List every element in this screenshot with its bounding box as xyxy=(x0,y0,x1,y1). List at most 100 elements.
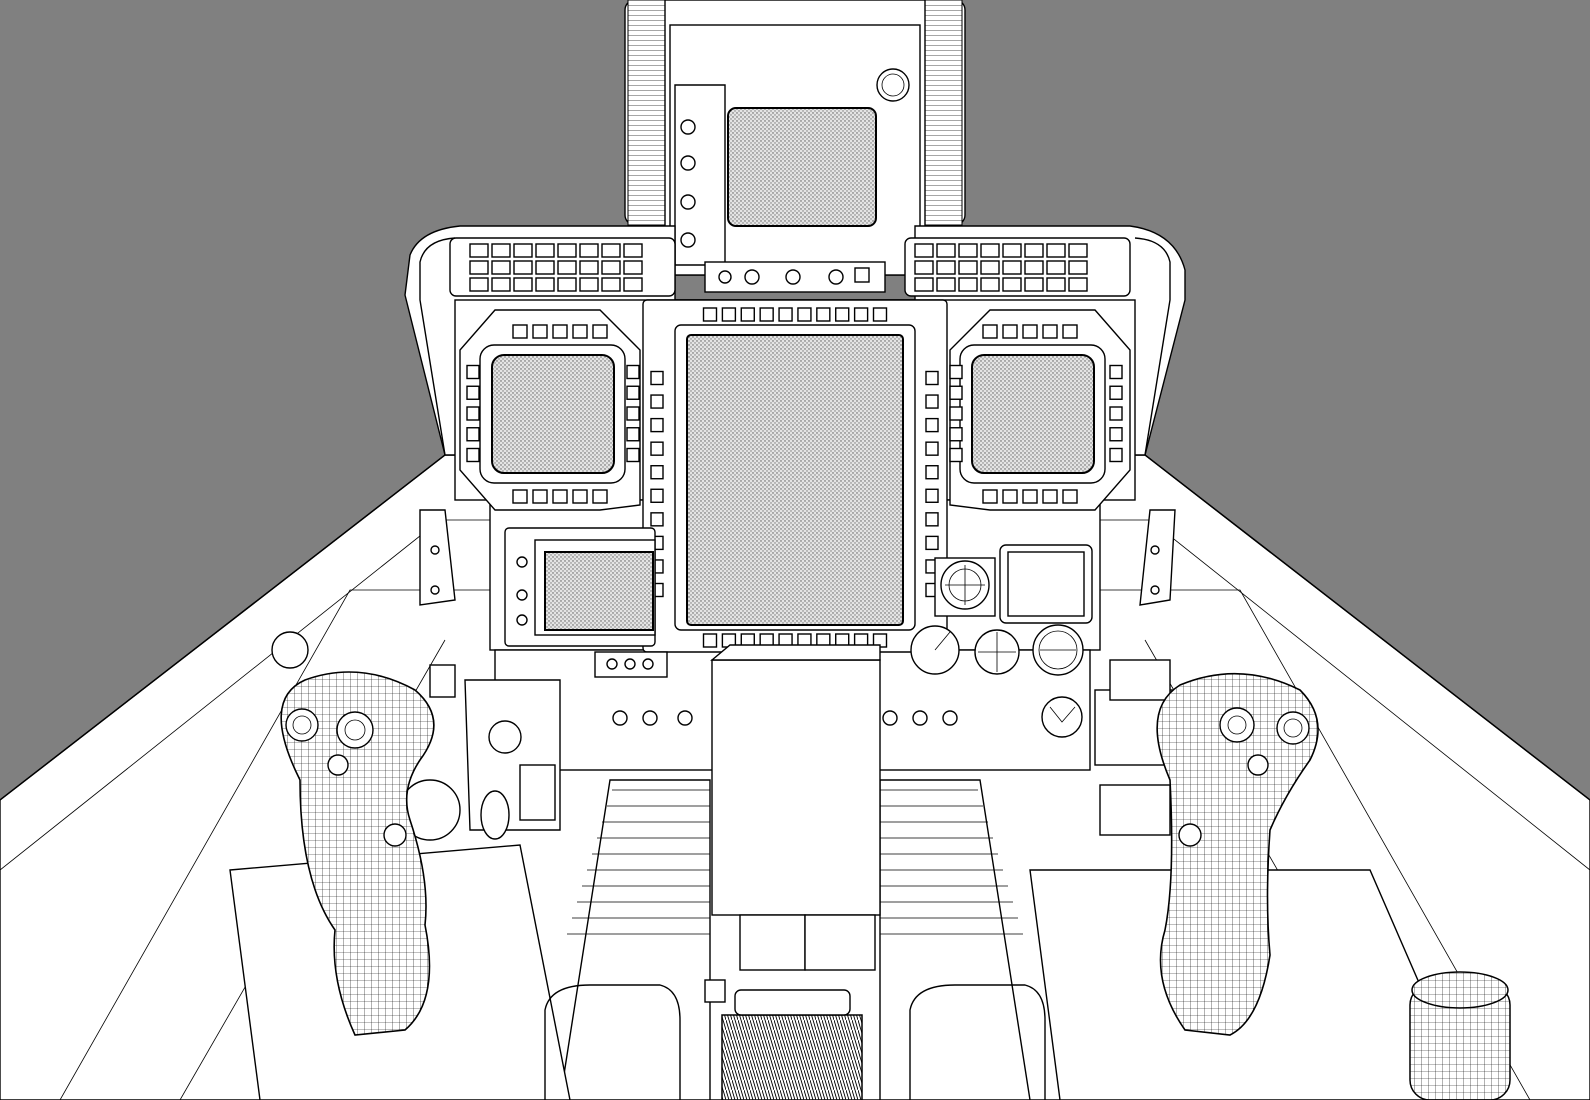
keypad-key[interactable] xyxy=(1046,260,1066,275)
keypad-key[interactable] xyxy=(980,277,1000,292)
keypad-key[interactable] xyxy=(1024,260,1044,275)
pedestal-knob[interactable] xyxy=(677,710,693,726)
mfd-bezel-button[interactable] xyxy=(572,489,588,504)
right-grip-trigger[interactable] xyxy=(1178,823,1202,847)
mfd-bezel-button[interactable] xyxy=(552,324,568,339)
mfd-bezel-button[interactable] xyxy=(466,447,480,463)
mfd-bezel-button[interactable] xyxy=(949,427,963,442)
mfd-bezel-button[interactable] xyxy=(650,512,664,527)
mfd-bezel-button[interactable] xyxy=(650,394,664,409)
keypad-key[interactable] xyxy=(1046,243,1066,258)
right-grip-thumb-hat[interactable] xyxy=(1219,707,1255,743)
left-grip-thumb-hat[interactable] xyxy=(285,708,319,742)
mfd-bezel-button[interactable] xyxy=(982,489,998,504)
keypad-key[interactable] xyxy=(469,260,489,275)
mfd-bezel-button[interactable] xyxy=(925,441,939,456)
mfd-bezel-button[interactable] xyxy=(1109,406,1123,421)
keypad-key[interactable] xyxy=(1002,260,1022,275)
keypad-key[interactable] xyxy=(535,277,555,292)
mfd-bezel-button[interactable] xyxy=(982,324,998,339)
mfd-bezel-button[interactable] xyxy=(1062,324,1078,339)
mfd-bezel-button[interactable] xyxy=(650,370,664,386)
keypad-key[interactable] xyxy=(980,260,1000,275)
mfd-bezel-button[interactable] xyxy=(702,633,718,648)
mfd-bezel-button[interactable] xyxy=(721,307,737,322)
keypad-key[interactable] xyxy=(958,277,978,292)
left-grip-button[interactable] xyxy=(327,754,349,776)
keypad-key[interactable] xyxy=(557,260,577,275)
keypad-key[interactable] xyxy=(914,243,934,258)
mfd-bezel-button[interactable] xyxy=(650,441,664,456)
keypad-key[interactable] xyxy=(936,277,956,292)
keypad-key[interactable] xyxy=(579,277,599,292)
keypad-key[interactable] xyxy=(601,243,621,258)
mfd-bezel-button[interactable] xyxy=(592,489,608,504)
mfd-bezel-button[interactable] xyxy=(650,488,664,503)
pedestal-knob[interactable] xyxy=(642,710,658,726)
left-hand-grip[interactable] xyxy=(280,671,435,1036)
mfd-bezel-button[interactable] xyxy=(925,370,939,386)
mfd-bezel-button[interactable] xyxy=(626,385,640,400)
mfd-bezel-button[interactable] xyxy=(925,535,939,551)
keypad-key[interactable] xyxy=(1068,243,1088,258)
keypad-key[interactable] xyxy=(623,277,643,292)
keypad-key[interactable] xyxy=(491,260,511,275)
mfd-bezel-button[interactable] xyxy=(1062,489,1078,504)
mfd-bezel-button[interactable] xyxy=(466,385,480,400)
keypad-key[interactable] xyxy=(1024,277,1044,292)
pedestal-knob[interactable] xyxy=(942,710,958,726)
mfd-bezel-button[interactable] xyxy=(925,394,939,409)
mfd-bezel-button[interactable] xyxy=(1109,447,1123,463)
mfd-bezel-button[interactable] xyxy=(1109,427,1123,442)
mfd-bezel-button[interactable] xyxy=(925,488,939,503)
right-grip-button[interactable] xyxy=(1247,754,1269,776)
keypad-key[interactable] xyxy=(936,243,956,258)
mfd-bezel-button[interactable] xyxy=(532,324,548,339)
right-grip-hat-switch[interactable] xyxy=(1276,711,1310,745)
mfd-bezel-button[interactable] xyxy=(626,364,640,380)
mfd-bezel-button[interactable] xyxy=(552,489,568,504)
keypad-key[interactable] xyxy=(557,277,577,292)
keypad-key[interactable] xyxy=(1024,243,1044,258)
mfd-bezel-button[interactable] xyxy=(466,364,480,380)
mfd-bezel-button[interactable] xyxy=(592,324,608,339)
mfd-bezel-button[interactable] xyxy=(797,307,812,322)
keypad-key[interactable] xyxy=(601,260,621,275)
mfd-bezel-button[interactable] xyxy=(949,447,963,463)
keypad-key[interactable] xyxy=(513,277,533,292)
keypad-key[interactable] xyxy=(557,243,577,258)
keypad-key[interactable] xyxy=(1002,243,1022,258)
keypad-key[interactable] xyxy=(491,277,511,292)
keypad-key[interactable] xyxy=(469,277,489,292)
mfd-bezel-button[interactable] xyxy=(740,307,755,322)
left-grip-hat-switch[interactable] xyxy=(336,711,374,749)
keypad-key[interactable] xyxy=(535,243,555,258)
mfd-bezel-button[interactable] xyxy=(572,324,588,339)
keypad-key[interactable] xyxy=(914,260,934,275)
mfd-bezel-button[interactable] xyxy=(1042,324,1058,339)
mfd-bezel-button[interactable] xyxy=(853,307,869,322)
mfd-bezel-button[interactable] xyxy=(650,465,664,480)
pedestal-knob[interactable] xyxy=(912,710,928,726)
keypad-key[interactable] xyxy=(980,243,1000,258)
mfd-bezel-button[interactable] xyxy=(949,364,963,380)
mfd-bezel-button[interactable] xyxy=(466,406,480,421)
mfd-bezel-button[interactable] xyxy=(626,447,640,463)
mfd-bezel-button[interactable] xyxy=(702,307,718,322)
mfd-bezel-button[interactable] xyxy=(949,406,963,421)
keypad-key[interactable] xyxy=(491,243,511,258)
mfd-bezel-button[interactable] xyxy=(925,465,939,480)
keypad-key[interactable] xyxy=(958,260,978,275)
mfd-bezel-button[interactable] xyxy=(1109,385,1123,400)
pedestal-knob[interactable] xyxy=(612,710,628,726)
mfd-bezel-button[interactable] xyxy=(512,324,528,339)
mfd-bezel-button[interactable] xyxy=(626,406,640,421)
keypad-key[interactable] xyxy=(513,260,533,275)
mfd-bezel-button[interactable] xyxy=(816,307,831,322)
keypad-key[interactable] xyxy=(601,277,621,292)
mfd-bezel-button[interactable] xyxy=(949,385,963,400)
keypad-key[interactable] xyxy=(623,243,643,258)
mfd-bezel-button[interactable] xyxy=(512,489,528,504)
keypad-key[interactable] xyxy=(914,277,934,292)
keypad-key[interactable] xyxy=(1046,277,1066,292)
